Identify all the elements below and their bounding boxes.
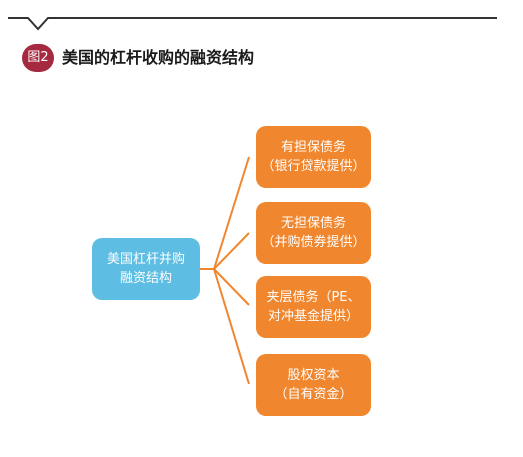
child-node-line1: 夹层债务（PE、 xyxy=(266,290,361,305)
child-node-line1: 股权资本 xyxy=(287,368,340,383)
child-node-line1: 无担保债务 xyxy=(280,216,346,231)
root-node: 美国杠杆并购 融资结构 xyxy=(92,238,200,300)
child-node-unsecured-debt: 无担保债务 （并购债券提供） xyxy=(256,202,371,264)
child-node-secured-debt: 有担保债务 （银行贷款提供） xyxy=(256,126,371,188)
root-node-line2: 融资结构 xyxy=(119,271,172,286)
child-node-line2: （并购债券提供） xyxy=(261,235,366,250)
connector-to-child-2 xyxy=(213,232,250,270)
connector-to-child-4 xyxy=(213,268,250,385)
child-node-line2: （银行贷款提供） xyxy=(261,159,366,174)
connector-to-child-3 xyxy=(213,268,250,306)
header-divider xyxy=(8,17,497,31)
child-node-line2: （自有资金） xyxy=(274,387,353,402)
figure-badge: 图2 xyxy=(22,44,54,72)
connector-to-child-1 xyxy=(213,156,250,270)
child-node-line2: 对冲基金提供） xyxy=(267,309,359,324)
child-node-mezzanine-debt: 夹层债务（PE、 对冲基金提供） xyxy=(256,276,371,338)
page-title: 美国的杠杆收购的融资结构 xyxy=(62,48,255,67)
root-node-line1: 美国杠杆并购 xyxy=(106,252,185,267)
child-node-line1: 有担保债务 xyxy=(280,140,346,155)
child-node-equity-capital: 股权资本 （自有资金） xyxy=(256,354,371,416)
